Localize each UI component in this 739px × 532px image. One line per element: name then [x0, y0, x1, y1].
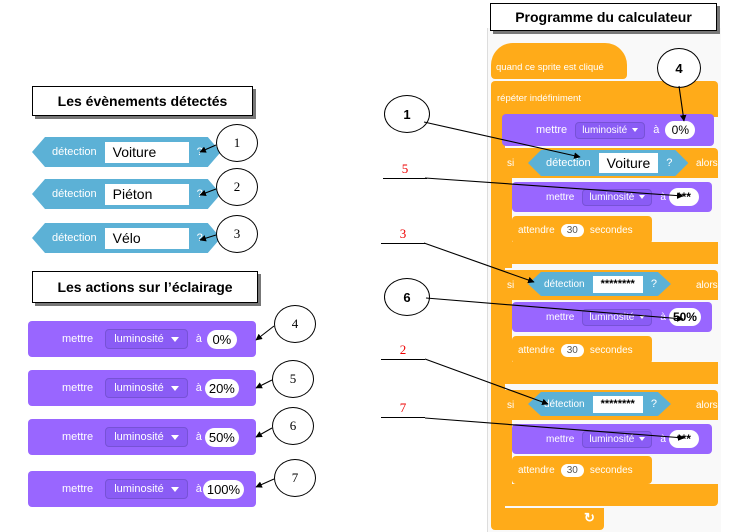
pointer-2 — [200, 189, 216, 195]
pointer-4 — [256, 326, 274, 340]
connector-4 — [679, 86, 684, 121]
connector-7 — [425, 418, 684, 438]
connector-2 — [425, 359, 548, 404]
pointer-7 — [256, 479, 274, 487]
connector-6 — [426, 298, 683, 319]
pointer-1 — [200, 145, 216, 152]
pointer-6 — [256, 428, 272, 437]
connector-1 — [424, 122, 580, 157]
connector-3 — [424, 243, 534, 282]
pointer-3 — [200, 235, 216, 240]
connector-5 — [425, 178, 683, 196]
pointer-5 — [256, 380, 272, 388]
